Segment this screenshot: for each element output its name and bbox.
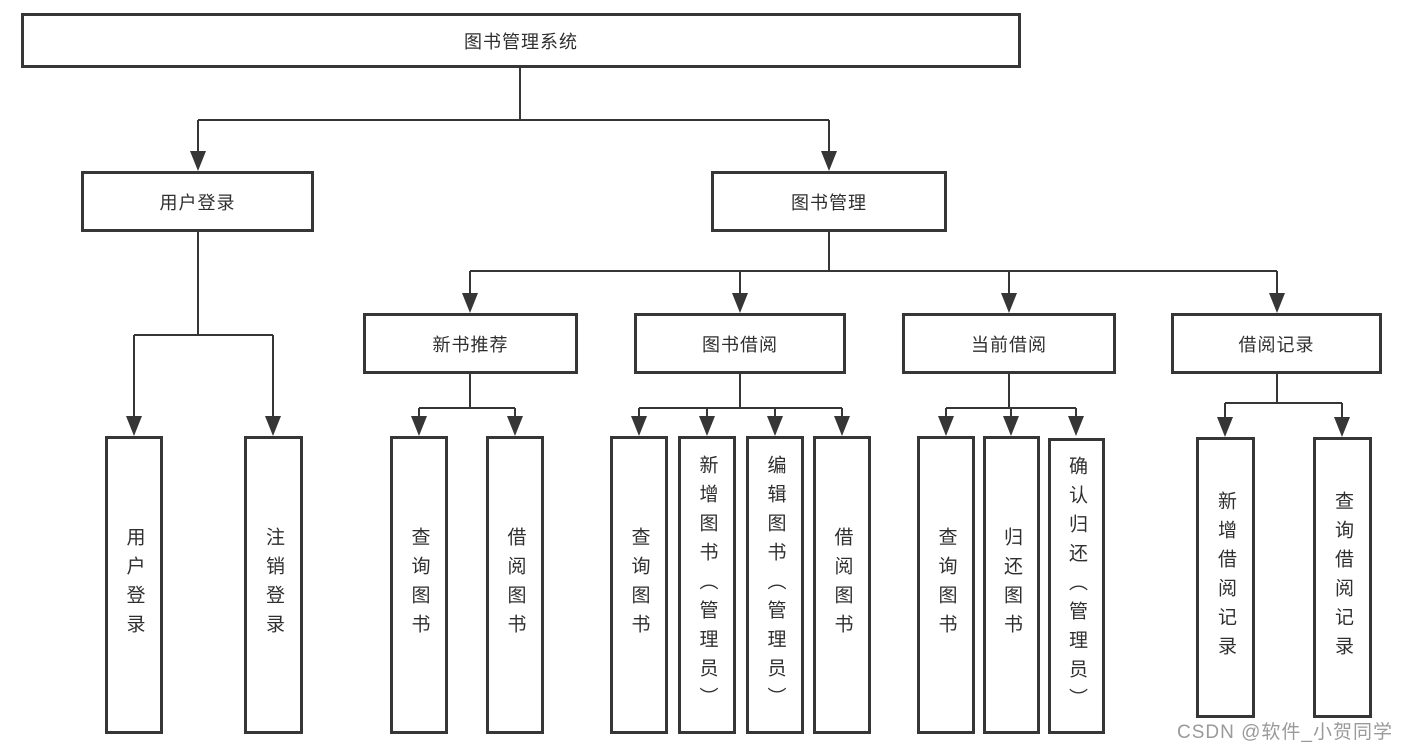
leaf-label: 注销登录 [263, 527, 284, 643]
leaf-logout: 注销登录 [244, 436, 303, 734]
leaf-label: 查询借阅记录 [1332, 490, 1353, 665]
node-label: 当前借阅 [971, 334, 1047, 355]
leaf-query-borrow-record: 查询借阅记录 [1313, 437, 1372, 718]
leaf-label: 用户登录 [123, 527, 145, 643]
connector-book-borrow-to-leaves [631, 374, 850, 436]
leaf-add-borrow-record: 新增借阅记录 [1196, 437, 1255, 718]
connector-root-to-level2 [190, 68, 837, 171]
leaf-edit-book-admin: 编辑图书（管理员） [746, 436, 804, 734]
node-book-management: 图书管理 [711, 171, 947, 232]
connector-user-login-to-leaves [126, 232, 281, 436]
leaf-label: 借阅图书 [831, 527, 853, 643]
leaf-query-books-borrow: 查询图书 [610, 436, 668, 734]
node-current-borrow: 当前借阅 [902, 313, 1116, 374]
node-book-borrow: 图书借阅 [634, 313, 846, 374]
node-label: 图书管理系统 [464, 31, 578, 52]
node-root-system: 图书管理系统 [21, 13, 1021, 68]
node-label: 图书管理 [791, 192, 867, 213]
watermark: CSDN @软件_小贺同学 [1177, 722, 1393, 743]
leaf-label: 编辑图书（管理员） [764, 454, 786, 716]
connector-borrow-records-to-leaves [1217, 374, 1350, 437]
leaf-label: 查询图书 [935, 527, 957, 643]
node-label: 用户登录 [159, 192, 236, 213]
leaf-query-books-recommend: 查询图书 [390, 436, 448, 734]
leaf-return-books: 归还图书 [983, 436, 1040, 734]
leaf-label: 借阅图书 [504, 527, 526, 643]
leaf-user-login: 用户登录 [105, 436, 163, 734]
connector-current-borrow-to-leaves [938, 374, 1084, 436]
leaf-label: 查询图书 [408, 527, 430, 643]
node-user-login: 用户登录 [81, 171, 314, 232]
leaf-borrow-books: 借阅图书 [813, 436, 871, 734]
node-label: 借阅记录 [1238, 334, 1315, 355]
leaf-label: 新增借阅记录 [1215, 490, 1236, 665]
connector-book-management-to-level3 [462, 232, 1285, 313]
leaf-label: 查询图书 [628, 527, 650, 643]
leaf-confirm-return-admin: 确认归还（管理员） [1048, 438, 1105, 734]
leaf-label: 新增图书（管理员） [696, 454, 718, 716]
leaf-label: 归还图书 [1001, 527, 1022, 643]
node-new-book-recommend: 新书推荐 [363, 313, 578, 374]
leaf-add-book-admin: 新增图书（管理员） [678, 436, 736, 734]
leaf-query-books-current: 查询图书 [917, 436, 975, 734]
leaf-borrow-books-recommend: 借阅图书 [486, 436, 544, 734]
node-label: 新书推荐 [432, 334, 509, 355]
node-label: 图书借阅 [702, 334, 778, 355]
leaf-label: 确认归还（管理员） [1066, 455, 1087, 717]
node-borrow-records: 借阅记录 [1171, 313, 1382, 374]
connector-new-book-recommend-to-leaves [411, 374, 523, 436]
